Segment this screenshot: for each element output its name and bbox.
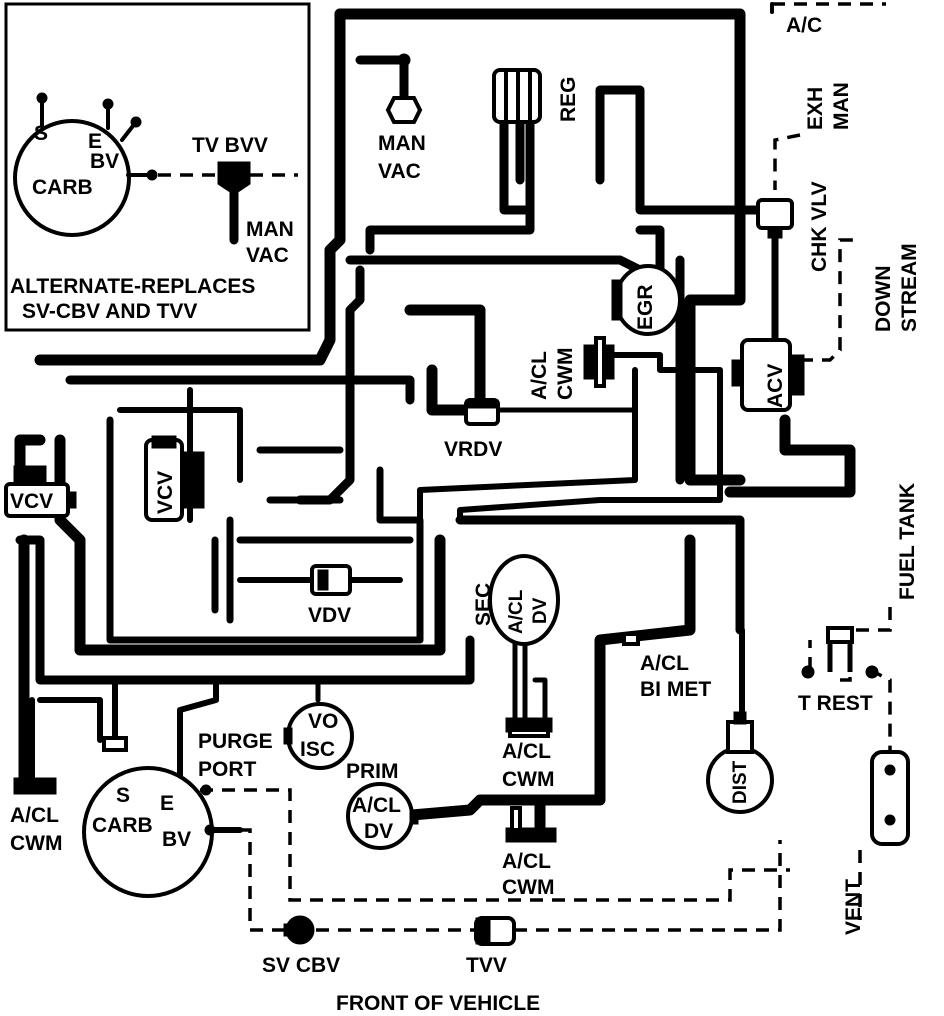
inset-s-label: S xyxy=(34,122,48,145)
vent-label: VENT xyxy=(842,879,865,935)
man-vac-top-label-1: MAN xyxy=(378,132,426,155)
dist-label: DIST xyxy=(730,760,751,804)
sec-acl-dv xyxy=(488,554,560,646)
vcv-center-valve xyxy=(144,435,205,522)
fuel-tank-label: FUEL TANK xyxy=(896,483,919,600)
acl-cwm-mid-label-2: CWM xyxy=(554,348,577,400)
acl-cwm-left-label-1: A/CL xyxy=(10,804,59,827)
carb-s-label: S xyxy=(116,784,130,807)
acl-bimet-label-1: A/CL xyxy=(640,652,689,675)
air-control-valve xyxy=(731,338,805,412)
acl-cwm-mid-label-1: A/CL xyxy=(528,351,551,400)
vo-isc-label-1: VO xyxy=(308,710,338,733)
vrdv-valve xyxy=(464,398,500,426)
vacuum-hoses-thick xyxy=(14,8,856,836)
acl-cwm-left xyxy=(13,736,128,795)
vdv-label: VDV xyxy=(308,604,351,627)
tvv-label: TVV xyxy=(466,954,507,977)
regulator xyxy=(492,68,542,124)
vrdv-label: VRDV xyxy=(444,438,502,461)
prim-acl-dv xyxy=(346,782,419,850)
tvv-valve xyxy=(474,916,516,946)
ac-top-label: A/C xyxy=(786,14,822,37)
inset-tv-bvv-label: TV BVV xyxy=(192,134,268,157)
acl-cwm-center-1 xyxy=(505,717,553,738)
vcv-left-label: VCV xyxy=(10,490,53,513)
prim-acl-dv-label-1: A/CL xyxy=(352,794,401,817)
chk-vlv-label: CHK VLV xyxy=(808,181,831,272)
inset-alternate-label-2: SV-CBV AND TVV xyxy=(22,300,197,323)
vcv-center-label: VCV xyxy=(154,471,177,514)
vo-isc-actuator xyxy=(283,702,354,770)
dashed-lines xyxy=(200,2,892,932)
acl-cwm-center-2 xyxy=(505,806,557,843)
prim-label: PRIM xyxy=(346,760,399,783)
acl-cwm-center-2-label-1: A/CL xyxy=(502,850,551,873)
purge-port-label-2: PORT xyxy=(198,758,257,781)
acl-cwm-center-1-label-1: A/CL xyxy=(502,740,551,763)
vdv-valve xyxy=(310,564,352,596)
vcv-left-valve xyxy=(4,465,77,518)
carburetor xyxy=(82,766,216,898)
reg-label: REG xyxy=(557,76,580,122)
exh-man-label-1: EXH xyxy=(804,87,827,130)
sec-label: SEC xyxy=(472,583,495,626)
egr-valve xyxy=(611,264,682,336)
t-rest-valve xyxy=(801,626,879,679)
sv-cbv-label: SV CBV xyxy=(262,954,340,977)
acl-cwm-center-2-label-2: CWM xyxy=(502,876,554,899)
prim-acl-dv-label-2: DV xyxy=(364,820,393,843)
carb-bv-label: BV xyxy=(162,828,191,851)
inset-bv-label: BV xyxy=(90,150,119,173)
acl-bimet-label-2: BI MET xyxy=(640,678,711,701)
vo-isc-label-2: ISC xyxy=(300,738,335,761)
down-stream-label-1: DOWN xyxy=(872,266,895,333)
t-rest-label: T REST xyxy=(798,692,873,715)
inset-e-label: E xyxy=(88,130,102,153)
inset-carb-label: CARB xyxy=(32,176,93,199)
carb-carb-label: CARB xyxy=(92,814,153,837)
acv-label: ACV xyxy=(764,364,787,408)
exh-man-label-2: MAN xyxy=(830,82,853,130)
inset-alternate-label-1: ALTERNATE-REPLACES xyxy=(10,275,255,298)
front-of-vehicle-label: FRONT OF VEHICLE xyxy=(336,992,540,1015)
man-vac-top-label-2: VAC xyxy=(378,160,421,183)
sec-acl-dv-label-2: DV xyxy=(530,597,551,624)
inset-carburetor xyxy=(13,119,131,237)
egr-label: EGR xyxy=(634,284,657,330)
sv-cbv-valve xyxy=(283,915,315,945)
fuel-vapor-canister xyxy=(870,750,910,846)
acl-cwm-left-label-2: CWM xyxy=(10,832,62,855)
distributor xyxy=(706,711,774,814)
acl-cwm-mid xyxy=(583,336,615,388)
sec-acl-dv-label-1: A/CL xyxy=(506,589,527,634)
inset-man-label: MAN xyxy=(246,218,294,241)
check-valve xyxy=(756,198,794,239)
purge-port-label-1: PURGE xyxy=(198,730,273,753)
down-stream-label-2: STREAM xyxy=(898,243,921,332)
manifold-vacuum-port-top xyxy=(385,53,423,124)
acl-bimet-connector xyxy=(622,632,640,646)
alternate-inset: S E BV CARB TV BVV MAN VAC ALTERNATE-REP… xyxy=(4,2,311,332)
inset-frame xyxy=(4,2,311,332)
carb-e-label: E xyxy=(160,792,174,815)
inset-vac-label: VAC xyxy=(246,244,289,267)
acl-cwm-center-1-label-2: CWM xyxy=(502,768,554,791)
